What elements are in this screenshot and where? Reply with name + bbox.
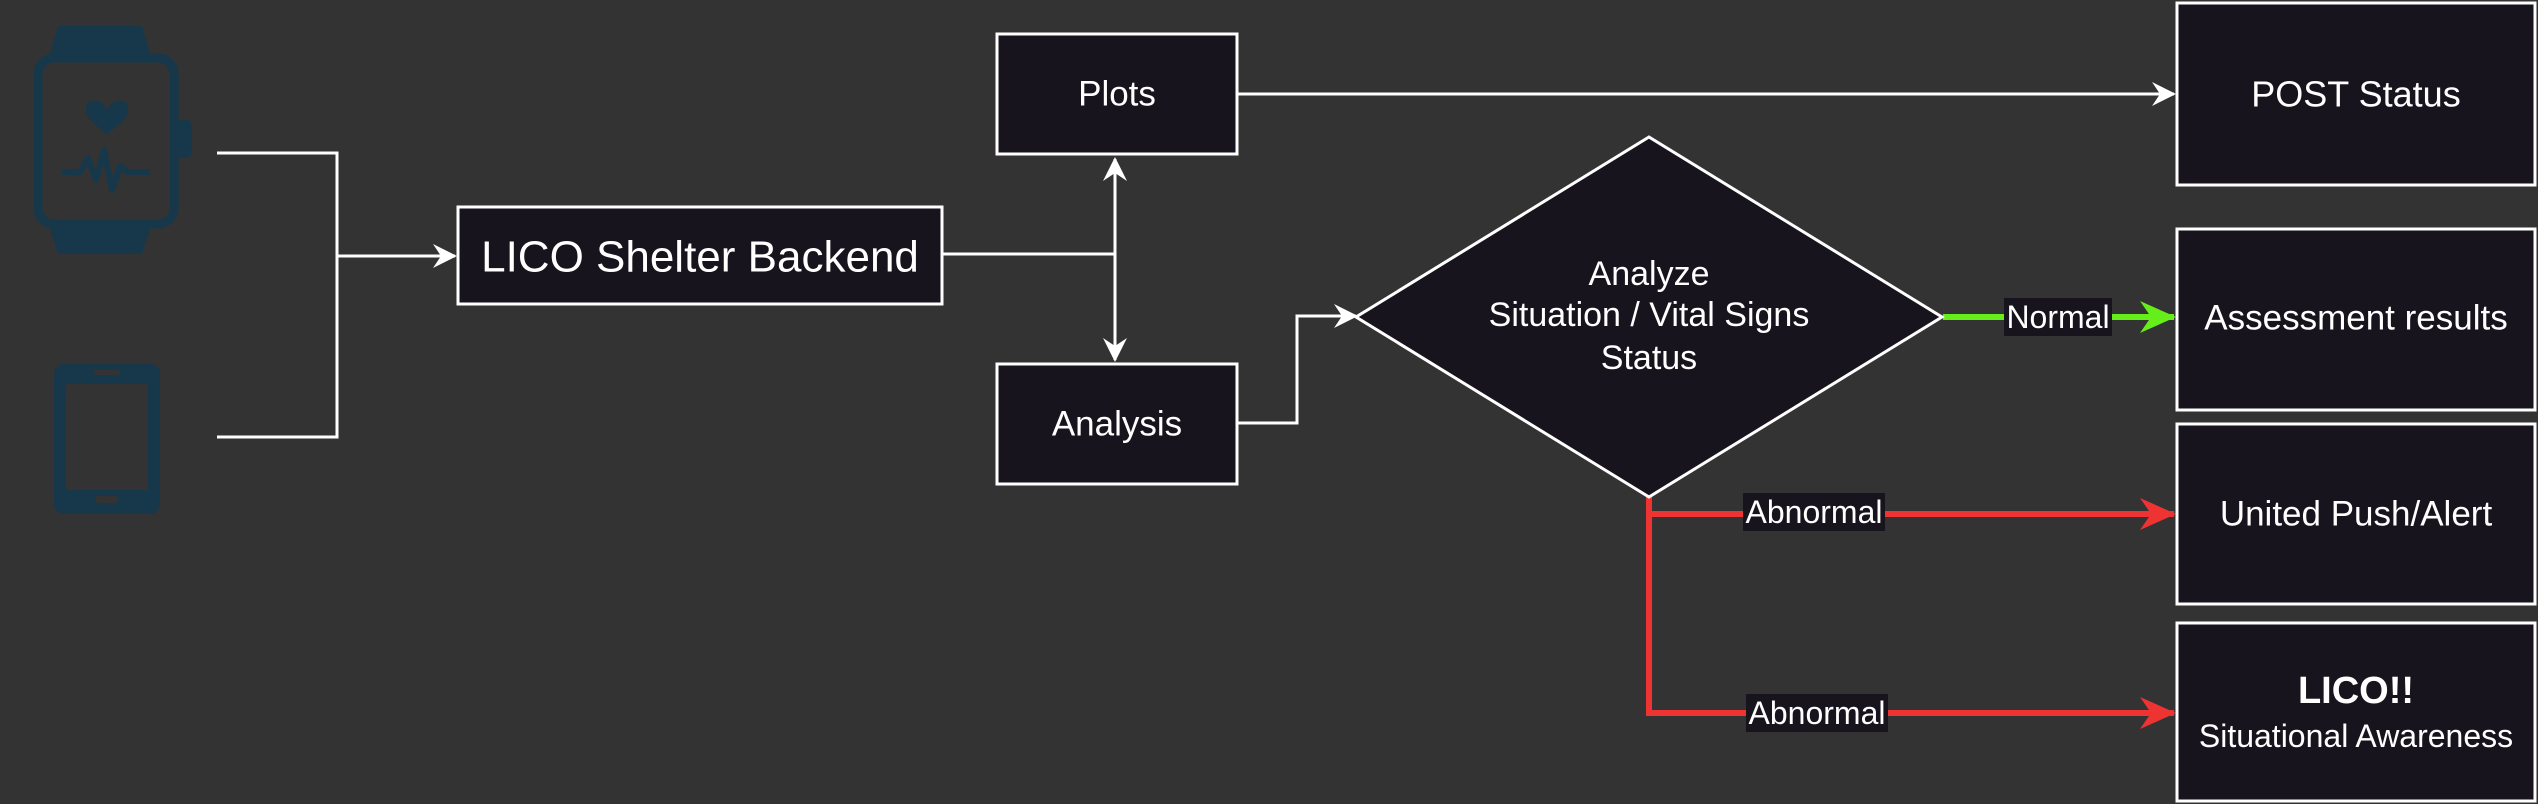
smartwatch-icon [33, 26, 192, 254]
plots-node[interactable]: Plots [995, 32, 1239, 156]
abnormal-edge-lico [1646, 514, 2176, 729]
analysis-to-decision-arrow [1237, 304, 1358, 425]
decision-node[interactable]: Analyze Situation / Vital Signs Status [1353, 135, 1945, 499]
post-status-node[interactable]: POST Status [2175, 1, 2537, 187]
lico-node[interactable]: LICO!! Situational Awareness [2175, 621, 2537, 803]
device-connectors [217, 151, 457, 439]
backend-node[interactable]: LICO Shelter Backend [456, 205, 944, 306]
decision-label-line-2: Situation / Vital Signs [1489, 296, 1810, 334]
plots-label: Plots [1078, 75, 1156, 114]
assessment-label: Assessment results [2204, 299, 2507, 338]
normal-label-text: Normal [2006, 299, 2109, 335]
normal-edge-label: Normal [2004, 298, 2112, 336]
push-alert-label: United Push/Alert [2220, 495, 2493, 534]
lico-title: LICO!! [2298, 670, 2414, 712]
abnormal-edge-alert [1646, 497, 2176, 530]
abnormal-label-text-1: Abnormal [1746, 494, 1883, 530]
backend-connectors [941, 157, 1127, 362]
tablet-icon [54, 364, 160, 514]
assessment-node[interactable]: Assessment results [2175, 227, 2537, 412]
decision-label-line-3: Status [1601, 339, 1697, 377]
post-status-label: POST Status [2251, 74, 2460, 115]
abnormal-label-text-2: Abnormal [1749, 695, 1886, 731]
decision-label-line-1: Analyze [1589, 255, 1710, 293]
push-alert-node[interactable]: United Push/Alert [2175, 422, 2537, 606]
analysis-label: Analysis [1052, 405, 1182, 444]
abnormal-edge-label-1: Abnormal [1743, 493, 1885, 531]
backend-label: LICO Shelter Backend [481, 233, 919, 282]
abnormal-edge-label-2: Abnormal [1746, 694, 1888, 732]
lico-subtitle: Situational Awareness [2199, 718, 2513, 754]
analysis-node[interactable]: Analysis [995, 362, 1239, 486]
